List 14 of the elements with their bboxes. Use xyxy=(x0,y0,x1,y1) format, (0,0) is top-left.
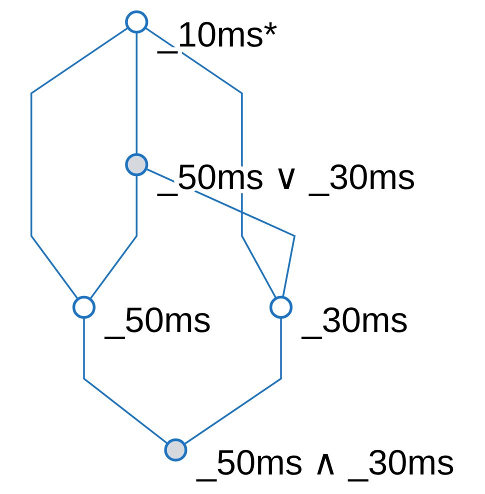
connector-line xyxy=(144,26,277,299)
circle-node xyxy=(72,296,212,340)
connector-line xyxy=(184,318,282,445)
node-caption: _30ms xyxy=(302,300,408,340)
circle-node xyxy=(164,438,454,482)
circle-node xyxy=(269,296,408,340)
node-caption: _10ms* xyxy=(158,15,278,54)
connector-line xyxy=(30,26,129,300)
connector-line xyxy=(83,318,168,444)
node-caption: _50ms ∧ _30ms xyxy=(196,443,454,482)
connector-line xyxy=(89,174,138,300)
circle-node xyxy=(125,10,278,54)
connector-line xyxy=(136,32,138,154)
node-caption: _50ms xyxy=(105,300,212,340)
